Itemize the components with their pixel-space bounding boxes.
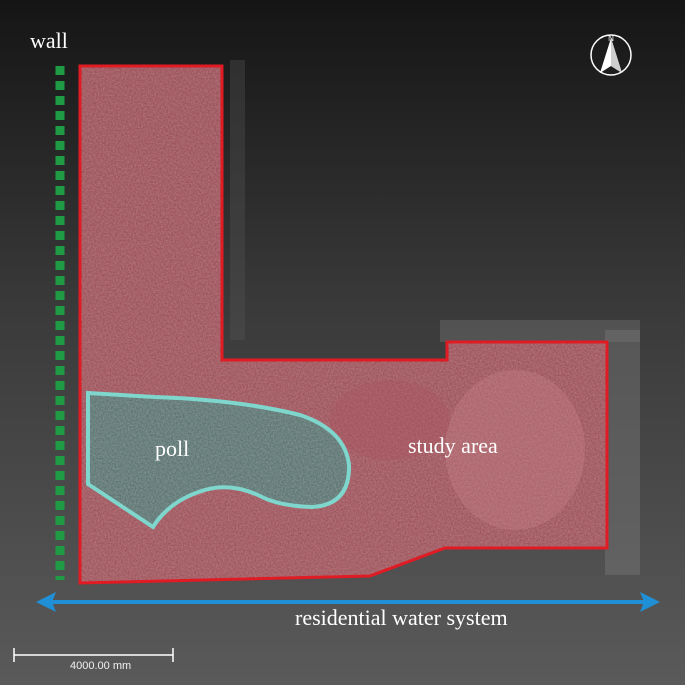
pool-outline	[86, 390, 352, 530]
point-cloud-fringe	[230, 60, 640, 575]
wall-label: wall	[30, 28, 68, 53]
pool-label: poll	[155, 436, 190, 461]
water-system-arrow	[36, 592, 660, 612]
study-area-label: study area	[408, 433, 498, 458]
study-area-outline	[78, 64, 609, 585]
water-system-label: residential water system	[295, 605, 508, 630]
north-arrow-icon	[590, 34, 632, 76]
north-letter: N	[608, 34, 614, 43]
pool-region	[86, 390, 352, 530]
scale-bar	[13, 648, 174, 662]
scale-bar-label: 4000.00 mm	[70, 660, 132, 672]
